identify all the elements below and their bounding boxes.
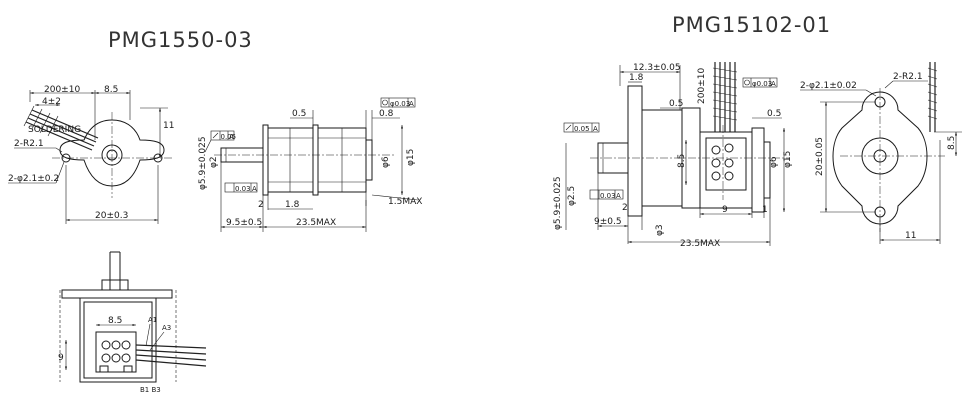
- mid-dim: 9: [722, 205, 728, 215]
- pin-a1-label: A1: [148, 316, 157, 324]
- right-body-len-dim: 23.5MAX: [680, 239, 720, 249]
- boss-dia-dim: φ6: [381, 156, 391, 168]
- step-dim: 2: [258, 200, 264, 210]
- right-connector-housing: [699, 131, 753, 209]
- shaft-dia2-dim: φ2: [209, 156, 219, 168]
- right-conc-value: φ0.03: [752, 80, 772, 88]
- conc-ref: A: [409, 100, 414, 108]
- left-model-title: PMG1550-03: [108, 28, 253, 52]
- pin-b-label: B1 B3: [140, 386, 161, 394]
- hole-spacing-dim: 20±0.3: [95, 211, 128, 221]
- end-dim: 1: [762, 205, 768, 215]
- pin-a3-label: A3: [162, 324, 171, 332]
- right-offset-dim: 8.5: [947, 136, 957, 150]
- conc-value: φ0.03: [390, 100, 410, 108]
- right-shaft-dia2-dim: φ2.5: [567, 186, 577, 206]
- right-pitch-dim: 8.5: [677, 154, 687, 168]
- body-dia-dim: φ15: [406, 149, 416, 166]
- back-len-dim: 1.5MAX: [388, 197, 422, 207]
- runout-ref: A: [229, 133, 234, 141]
- right-lead-harness: [712, 62, 738, 132]
- lead-length-dim: 200±10: [44, 85, 80, 95]
- right-corner-radius-label: 2-R2.1: [893, 72, 923, 82]
- left-motor-body: [59, 119, 165, 187]
- right-runout-ref: A: [593, 125, 598, 133]
- left-front-view: 200±10 8.5 4±2 SOLDERING 2-R2.1 2-φ2.1±0…: [8, 85, 174, 224]
- hole-dia-label: 2-φ2.1±0.2: [8, 174, 59, 184]
- ribbon-cable: [23, 105, 99, 151]
- right-shaft-len-dim: 9±0.5: [594, 217, 622, 227]
- right-perp-value: 0.03: [600, 192, 616, 200]
- corner-radius-label: 2-R2.1: [14, 139, 44, 149]
- perp-value: 0.03: [235, 185, 251, 193]
- perp-ref: A: [252, 185, 257, 193]
- left-bottom-body: [79, 297, 157, 383]
- step2-dim: 1.8: [285, 200, 300, 210]
- left-side-view: 0.05 A 0.03 A φ0.03 A φ5.9±0.025 φ2: [198, 97, 422, 232]
- left-bottom-view: 8.5 9 A1 A3 B1 B3: [58, 251, 207, 394]
- flange-len-dim: 12.3±0.05: [633, 63, 681, 73]
- bottom-pitch-dim: 8.5: [108, 316, 122, 326]
- right-body-dia-dim: φ15: [783, 151, 793, 168]
- right-lead-length-dim: 200±10: [697, 68, 707, 104]
- right-boss-dia-dim: φ6: [769, 156, 779, 168]
- motor-offset-dim: 8.5: [104, 85, 118, 95]
- connector-block: [95, 331, 137, 373]
- body-len-dim: 23.5MAX: [296, 218, 336, 228]
- gap-dim: 0.8: [379, 109, 394, 119]
- right-hole-spacing-dim: 20±0.05: [815, 137, 825, 176]
- left-body-side: [267, 127, 314, 193]
- bottom-height-dim: 9: [58, 353, 64, 363]
- right-runout-value: 0.05: [574, 125, 590, 133]
- gap1-dim: 0.5: [669, 99, 683, 109]
- right-side-view: 12.3±0.05 1.8 200±10 φ0.03 A 0.5 0.5 0.0…: [553, 62, 793, 249]
- right-front-view: 2-φ2.1±0.02 2-R2.1 20±0.05 8.5 11: [800, 62, 962, 244]
- right-flange-thk-dim: 1.8: [629, 73, 644, 83]
- shaft-len-dim: 9.5±0.5: [226, 218, 262, 228]
- shaft-dia-dim: φ5.9±0.025: [198, 136, 208, 190]
- right-width-dim: 11: [905, 231, 916, 241]
- gap2-dim: 0.5: [767, 109, 781, 119]
- strip-length-dim: 4±2: [42, 97, 61, 107]
- flange-thk-dim: 0.5: [292, 109, 306, 119]
- right-shaft-dia-dim: φ5.9±0.025: [553, 176, 563, 230]
- right-model-title: PMG15102-01: [672, 13, 831, 37]
- right-conc-ref: A: [771, 80, 776, 88]
- runout-value: 0.05: [221, 133, 237, 141]
- right-hole-dia-label: 2-φ2.1±0.02: [800, 81, 857, 91]
- left-height-dim: 11: [163, 121, 174, 131]
- wire-dia-dim: φ3: [655, 224, 665, 236]
- soldering-label: SOLDERING: [28, 125, 81, 135]
- right-step-dim: 2: [622, 203, 628, 213]
- right-perp-ref: A: [616, 192, 621, 200]
